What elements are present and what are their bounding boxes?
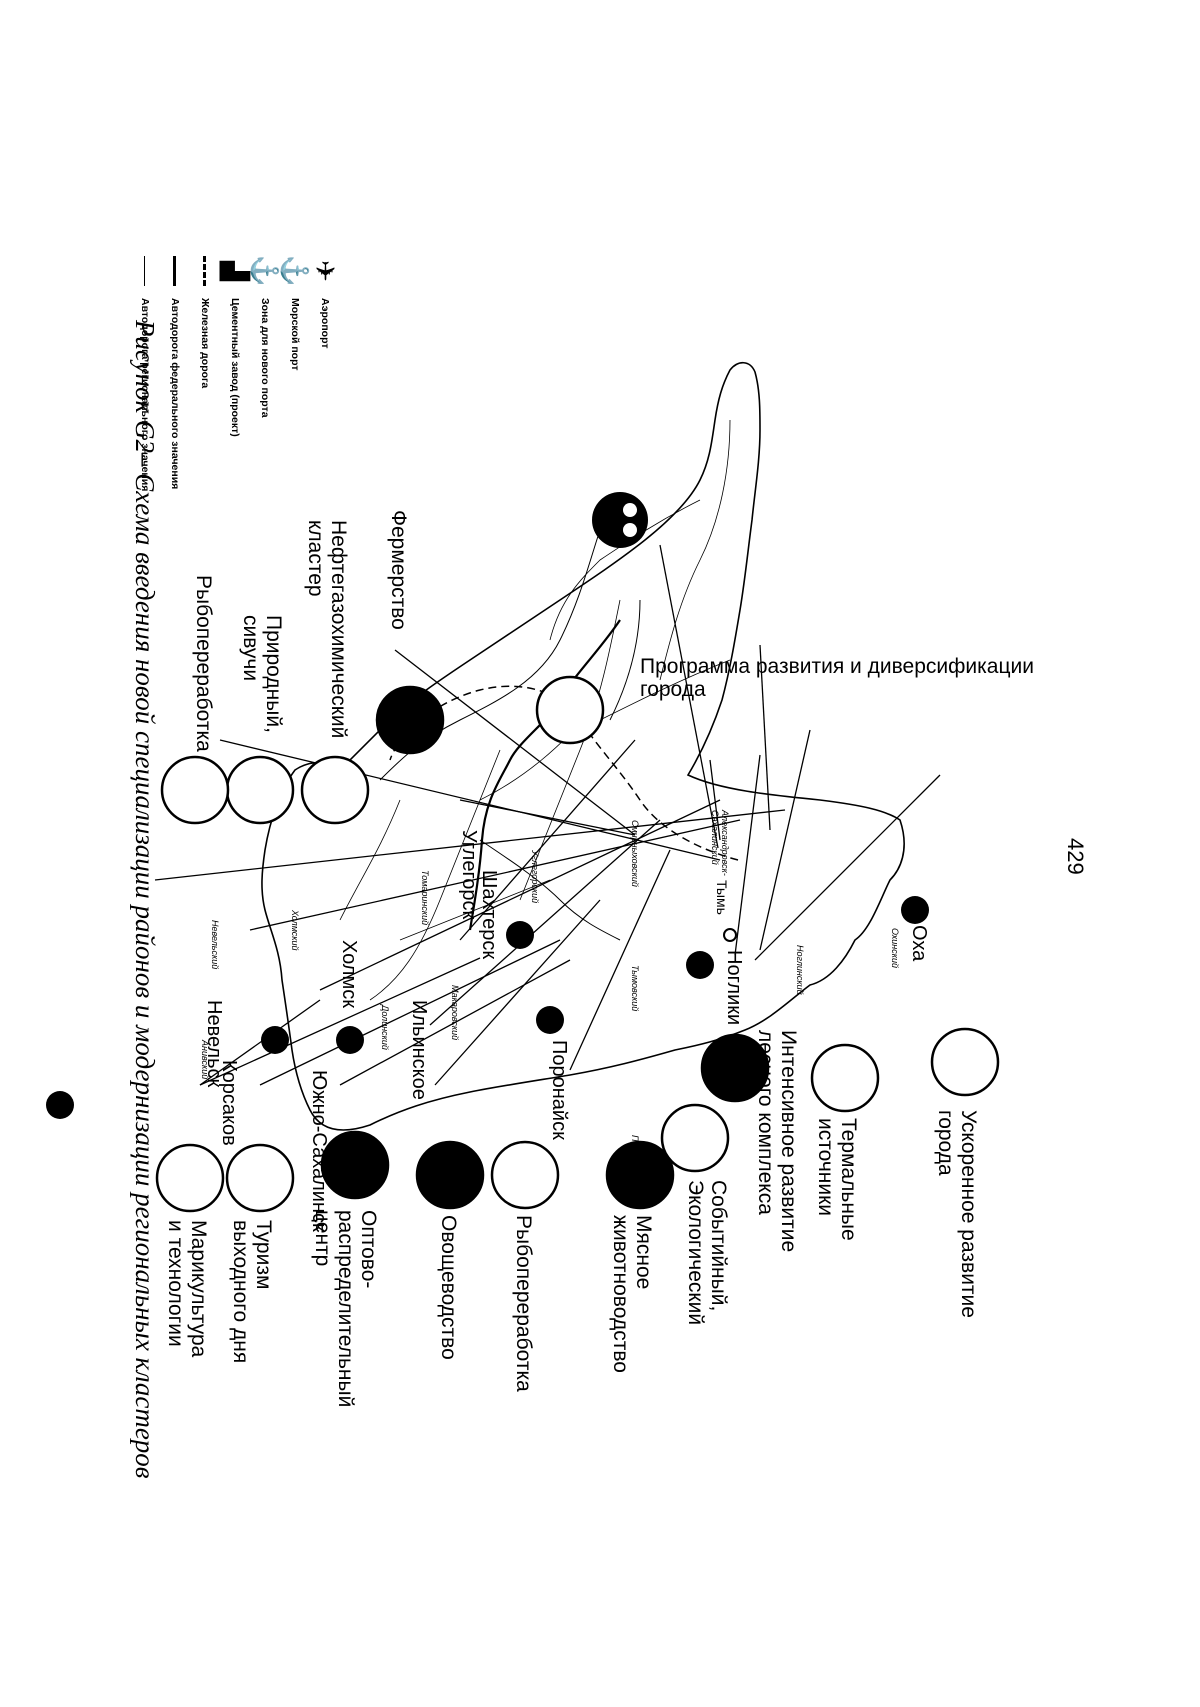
legend-row: ⚓ Морской порт [280,254,311,514]
legend-label: Зона для нового порта [259,298,271,418]
forestry-icon [700,1033,770,1103]
district-tymovsky: Тымовский [630,965,640,1012]
factory-icon: ▟ [220,261,251,281]
district-aleksandrovsk: Александровск- Сахалинский [710,810,730,876]
airplane-icon: ✈ [310,260,341,282]
anchor-icon: ⚓ [250,254,281,288]
eventeco-icon [660,1103,730,1173]
label-meat: Мясное животноводство [609,1215,655,1373]
city-ilyinskoye: Ильинское [408,1000,430,1100]
thermal-icon [810,1043,880,1113]
city-okha: Оха [908,925,930,962]
figure-caption: Рисунок G2– Схема введения новой специал… [130,320,160,1479]
federal-road [468,619,621,931]
railway-legend-icon [192,254,218,288]
uglegorsk-dot [506,921,534,949]
label-forestry: Интенсивное развитие лесного комплекса [754,1030,800,1253]
legend-row: ▟ Цементный завод (проект) [220,254,251,514]
sivuchi-icon [225,755,295,825]
poronaysk-dot [536,1006,564,1034]
label-mariculture: Марикультура и технологии [164,1220,210,1358]
label-fish-east: Рыбопереработка [512,1215,535,1392]
vegetables-icon [415,1140,485,1210]
mariculture-icon [155,1143,225,1213]
okha-dot [901,896,929,924]
label-weekend: Туризм выходного дня [229,1220,275,1364]
fish-east-icon [490,1140,560,1210]
oilgas-icon [300,755,370,825]
district-uglegorsky: Углегорский [530,850,540,904]
legend-label: Автодорога федерального значения [169,298,181,490]
weekend-icon [225,1143,295,1213]
district-dolinsky: Долинский [380,1005,390,1050]
accelerated-icon [930,1027,1000,1097]
legend-row: ⚓ Зона для нового порта [250,254,281,514]
anchor-icon: ⚓ [280,254,311,288]
city-tymovsk: Тымь [714,880,730,915]
meat-icon [605,1140,675,1210]
legend-label: Цементный завод (проект) [229,298,241,437]
label-wholesale: Оптово- распределительный центр [311,1210,380,1408]
label-fish-west: Рыбопереработка [192,575,215,752]
city-dots [46,896,929,1119]
island-outline [261,361,905,1131]
city-shakhtersk: Шахтерск [478,870,500,960]
label-program: Программа развития и диверсификации горо… [640,655,1034,701]
legend: ✈ Аэропорт ⚓ Морской порт ⚓ Зона для нов… [130,254,341,514]
district-noglikinsky: Ноглинский [795,945,805,995]
legend-row: Автодорога федерального значения [160,254,190,514]
label-eventeco: Событийный, Экологический [684,1180,730,1326]
yuzhno-dot [261,1026,289,1054]
label-oilgas: Нефтегазохимический кластер [304,520,350,739]
label-sivuchi: Природный, сивучи [239,615,285,733]
nevelsk-dot [46,1091,74,1119]
city-korsakov: Корсаков [218,1060,240,1146]
district-tomarinsky: Томаринский [420,870,430,926]
district-aniva: Анивский [200,1040,210,1080]
label-accelerated: Ускоренное развитие города [934,1110,980,1318]
program-icon [535,675,605,745]
district-okhinsky: Охинский [890,928,900,969]
legend-row: ✈ Аэропорт [310,254,341,514]
city-kholmsk: Холмск [338,940,360,1008]
district-nevelsky: Невельский [210,920,220,970]
district-smirnykhovsky: Смирныховский [630,820,640,887]
district-kholmsky: Холмский [290,910,300,951]
legend-label: Железная дорога [199,298,211,389]
city-poronaysk: Поронайск [548,1040,570,1140]
label-farming: Фермерство [387,510,410,630]
legend-label: Морской порт [289,298,301,371]
regional-road-legend-icon [132,254,158,288]
connector-lines [154,544,941,1086]
federal-road-legend-icon [162,254,188,288]
fish-west-icon [160,755,230,825]
label-vegetables: Овощеводство [437,1215,460,1360]
legend-row: Железная дорога [190,254,220,514]
nogliki-dot [723,928,737,942]
wholesale-icon [320,1130,390,1200]
city-uglegorsk: Углегорск [458,830,480,920]
legend-label: Аэропорт [319,298,331,349]
city-yuzhno: Южно-Сахалинск [308,1070,330,1232]
cluster-circles [155,675,1000,1213]
label-thermal: Термальные источники [814,1118,860,1241]
korsakov-dot [336,1026,364,1054]
district-poronaysky: Поронайский [630,1135,640,1191]
district-makarovsky: Макаровский [450,985,460,1041]
kholmsk-dot [686,951,714,979]
owl-icon [592,492,648,548]
farming-icon [375,685,445,755]
city-nogliki: Ноглики [723,950,745,1026]
